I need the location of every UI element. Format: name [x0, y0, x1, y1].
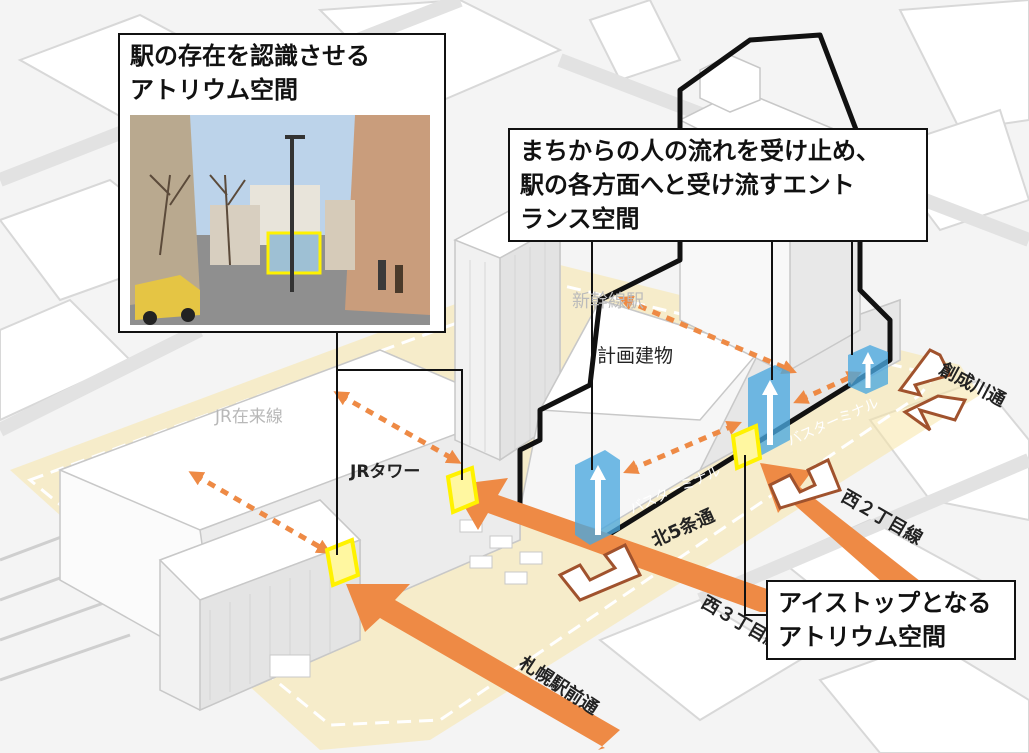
- callout-eyestop-atrium: アイストップとなる アトリウム空間: [766, 580, 1016, 660]
- label-shinkansen: 新幹線駅: [572, 291, 644, 312]
- label-jr-line: JR在来線: [214, 407, 283, 427]
- callout-entrance-space: まちからの人の流れを受け止め、 駅の各方面へと受け流すエント ランス空間: [508, 128, 928, 242]
- callout-station-atrium-line-1: 駅の存在を認識させる: [130, 42, 370, 70]
- callout-entrance-line-1: まちからの人の流れを受け止め、: [520, 137, 880, 165]
- entrance-atrium-3: [848, 345, 888, 394]
- label-jr-tower: JRタワー: [349, 462, 420, 482]
- eyestop-atrium-markers: [324, 423, 763, 588]
- pedestrian-flow-arrows: [188, 296, 862, 554]
- street-photo: [130, 115, 430, 325]
- callout-eyestop-line-1: アイストップとなる: [778, 589, 992, 617]
- street-photo-illustration: [130, 115, 430, 325]
- planned-building-outline: [517, 32, 893, 543]
- hollow-arrows: [557, 348, 968, 602]
- callout-eyestop-line-2: アトリウム空間: [778, 623, 946, 651]
- callout-station-atrium: 駅の存在を認識させる アトリウム空間: [118, 33, 446, 333]
- callout-entrance-line-3: ランス空間: [520, 205, 640, 233]
- leader-lines: [336, 240, 853, 616]
- label-planned-building: 計画建物: [597, 345, 673, 367]
- callout-station-atrium-line-2: アトリウム空間: [130, 76, 298, 104]
- jr-tower: [453, 204, 562, 462]
- entrance-atrium-1: [575, 450, 620, 545]
- callout-entrance-line-2: 駅の各方面へと受け流すエント: [520, 171, 855, 199]
